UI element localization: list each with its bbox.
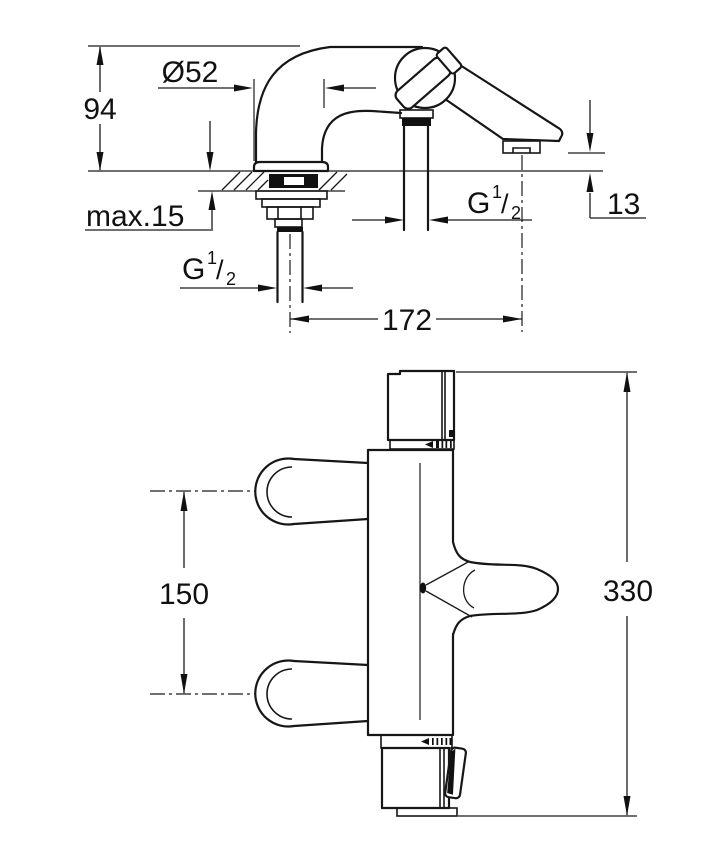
dimension-height-94: 94	[83, 46, 117, 171]
thread-label-sup: 1	[207, 248, 217, 268]
thermostat-scale-ring	[389, 439, 455, 450]
thermostat-marker-dot	[449, 430, 455, 437]
lower-connection-elbow	[150, 659, 370, 728]
thread-label-sub: 2	[226, 269, 236, 289]
outlet-connector	[399, 109, 434, 232]
fixing-nut-stack	[255, 190, 328, 333]
dimension-diameter-52: Ø52	[158, 56, 376, 161]
thread2-label-sub: 2	[511, 203, 521, 223]
spout-body-inner-edge	[320, 109, 403, 165]
valve-lever	[394, 46, 463, 110]
dim-label-330: 330	[603, 575, 653, 608]
side-view-spout: 94 Ø52 max.15 G 1 / 2	[83, 45, 646, 337]
dimension-reach-172: 172	[290, 304, 522, 337]
dim-label-13: 13	[607, 188, 640, 221]
thread-label-slash: /	[216, 255, 224, 285]
escutcheon-flange	[252, 160, 330, 173]
flow-scale-ring	[380, 734, 453, 749]
spout-aerator	[502, 140, 541, 332]
dim-label-150: 150	[159, 578, 209, 611]
dimension-outlet-drop-13: 13	[568, 100, 646, 221]
mixer-spout	[419, 541, 560, 636]
thread-label-g: G	[182, 253, 205, 286]
dimension-thread-outlet: G 1 / 2	[352, 182, 532, 224]
thread2-label-sup: 1	[492, 182, 502, 202]
dim-label-94: 94	[83, 93, 116, 126]
flow-handle	[380, 746, 467, 817]
handle-base-step	[396, 807, 458, 817]
dimension-deck-thickness: max.15	[85, 121, 216, 233]
flow-lever	[444, 746, 467, 800]
upper-connection-elbow	[150, 457, 370, 526]
dim-label-max15: max.15	[86, 200, 184, 233]
mixer-body	[366, 448, 455, 737]
thread2-label-slash: /	[501, 189, 509, 219]
deck-seal	[269, 174, 318, 188]
dimension-spacing-150: 150	[159, 491, 209, 694]
thermostat-handle	[386, 369, 456, 442]
front-view-mixer: 150 330	[150, 369, 653, 817]
spout-body-outer-edge	[254, 45, 424, 165]
dimension-thread-shank: G 1 / 2	[180, 248, 353, 292]
spout-wedge	[444, 57, 564, 143]
spout-marker-dot	[419, 582, 427, 594]
deck-hatching	[221, 171, 348, 191]
thread2-label-g: G	[467, 187, 490, 220]
dim-label-diameter: Ø52	[162, 56, 219, 89]
dimension-height-330: 330	[456, 371, 653, 817]
dim-label-172: 172	[382, 304, 432, 337]
